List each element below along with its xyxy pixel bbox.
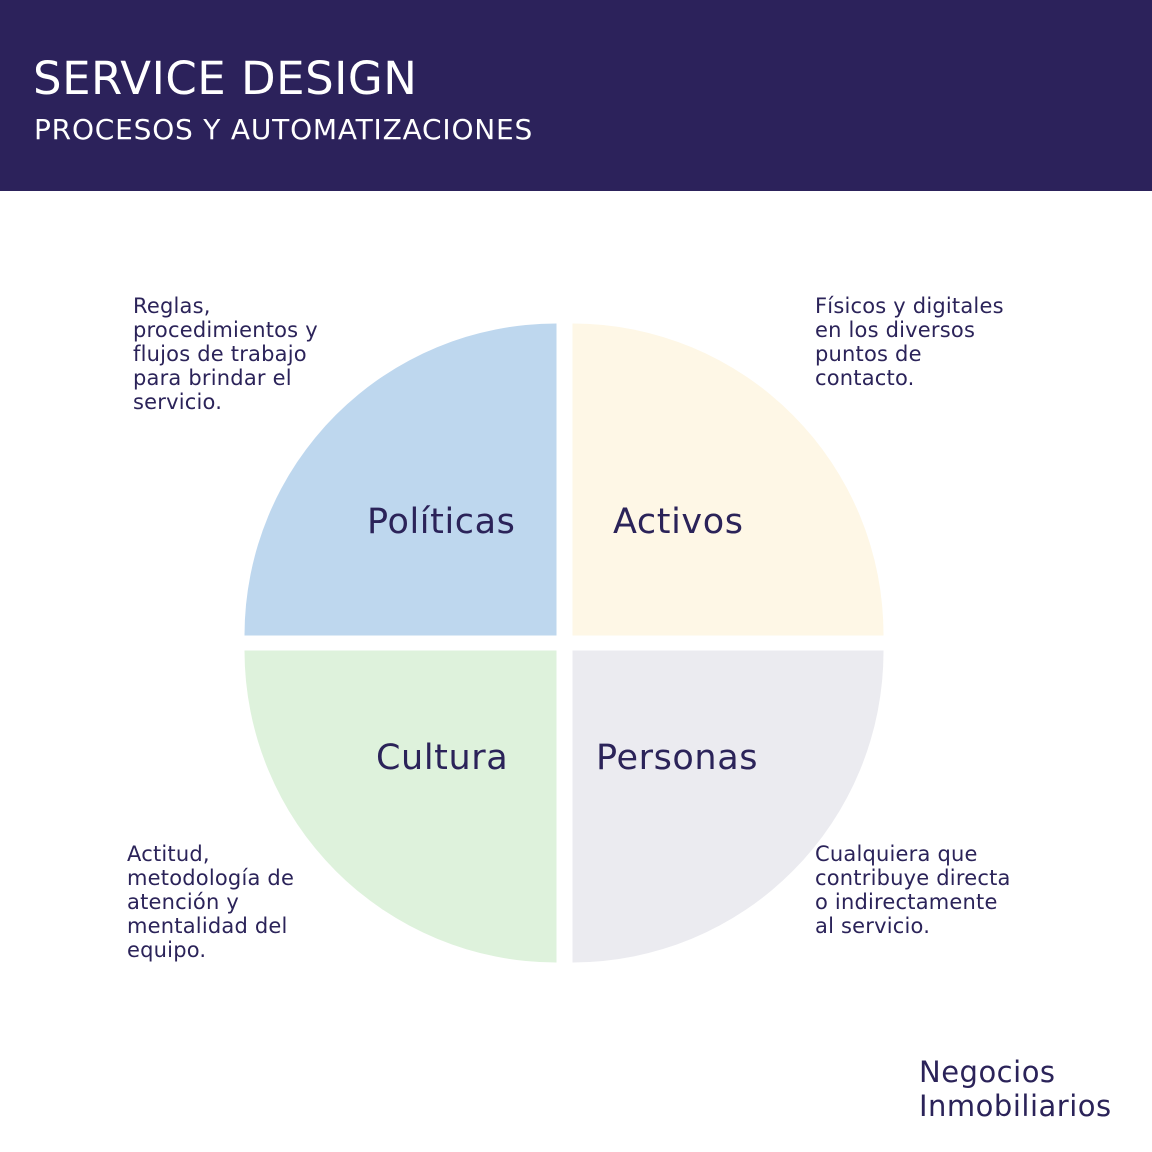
brand-logo: Negocios Inmobiliarios bbox=[919, 1055, 1112, 1123]
description-politicas: Reglas, procedimientos y flujos de traba… bbox=[133, 294, 318, 414]
brand-line-1: Negocios bbox=[919, 1055, 1056, 1089]
description-cultura: Actitud, metodología de atención y menta… bbox=[127, 842, 295, 962]
description-personas: Cualquiera que contribuye directa o indi… bbox=[815, 842, 1011, 938]
quadrant-politicas bbox=[244, 323, 557, 636]
quadrant-label-cultura: Cultura bbox=[376, 738, 509, 778]
brand-line-2: Inmobiliarios bbox=[919, 1089, 1112, 1123]
quadrant-label-politicas: Políticas bbox=[367, 502, 516, 542]
header-banner: SERVICE DESIGN PROCESOS Y AUTOMATIZACION… bbox=[0, 0, 1152, 191]
quadrant-cultura bbox=[244, 650, 557, 963]
description-activos: Físicos y digitales en los diversos punt… bbox=[815, 294, 1004, 390]
quadrant-personas bbox=[572, 650, 884, 963]
quadrant-label-activos: Activos bbox=[613, 502, 744, 542]
quadrant-label-personas: Personas bbox=[596, 738, 759, 778]
quadrant-activos bbox=[572, 323, 884, 636]
page-subtitle: PROCESOS Y AUTOMATIZACIONES bbox=[34, 113, 534, 146]
page-title: SERVICE DESIGN bbox=[33, 52, 418, 105]
